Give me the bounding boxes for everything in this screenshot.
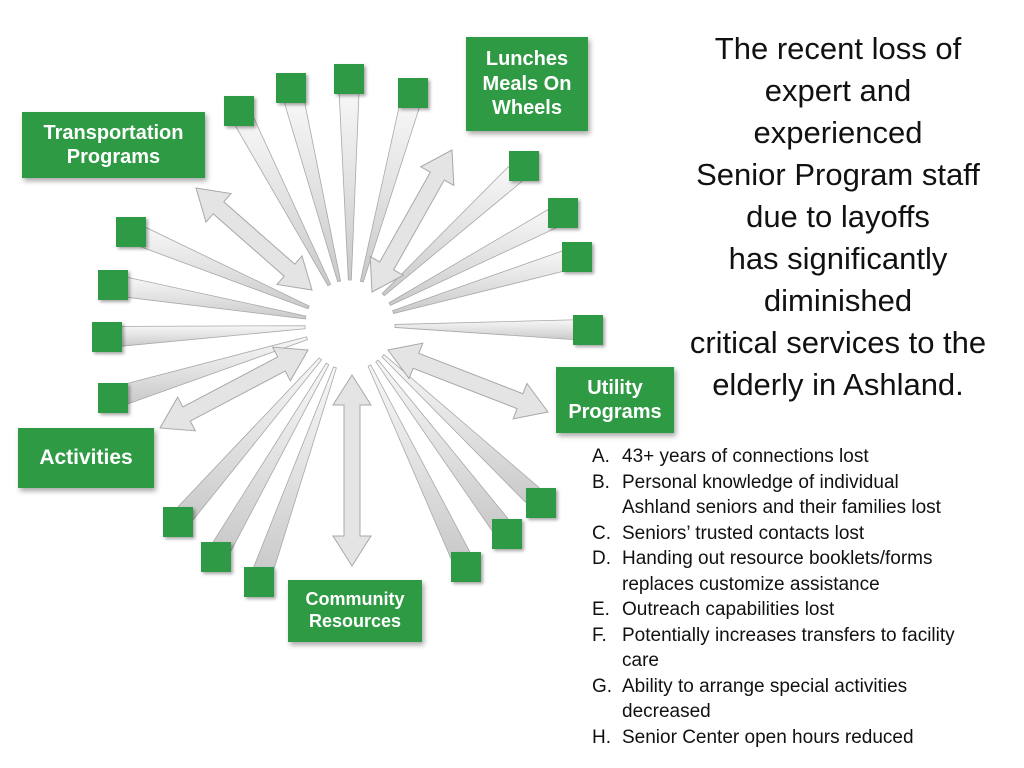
list-item: D. Handing out resource booklets/forms re… (592, 546, 1020, 597)
double-arrow (387, 342, 549, 420)
arrows (159, 149, 549, 567)
list-item: F. Potentially increases transfers to fac… (592, 623, 1020, 674)
green-square (116, 217, 146, 247)
green-square (163, 507, 193, 537)
list-item-letter: A. (592, 446, 610, 467)
green-square (562, 242, 592, 272)
impact-list: A. 43+ years of connections lost B. Person… (592, 444, 1020, 750)
green-square (398, 78, 428, 108)
double-arrow (332, 374, 372, 567)
services-diagram (92, 64, 603, 597)
list-item-text: Handing out resource booklets/forms repl… (622, 548, 933, 595)
green-square (98, 383, 128, 413)
list-item-letter: D. (592, 548, 611, 569)
utility-programs-box: Utility Programs (556, 367, 674, 433)
squares (92, 64, 603, 597)
list-item: A. 43+ years of connections lost (592, 444, 1020, 470)
green-square (509, 151, 539, 181)
list-item: C. Seniors’ trusted contacts lost (592, 521, 1020, 547)
list-item-text: Personal knowledge of individual Ashland… (622, 471, 941, 519)
list-item-text: Senior Center open hours reduced (622, 726, 914, 748)
spokes (115, 87, 580, 575)
green-square (276, 73, 306, 103)
spoke (115, 325, 306, 347)
transportation-programs-box: Transportation Programs (22, 112, 205, 178)
double-arrow (195, 187, 313, 291)
spoke (338, 87, 360, 281)
list-item-text: Seniors’ trusted contacts lost (622, 522, 865, 544)
green-square (573, 315, 603, 345)
headline: The recent loss of expert and experience… (660, 28, 1016, 406)
headline-line: critical services to the (689, 325, 987, 360)
green-square (92, 322, 122, 352)
list-item: E. Outreach capabilities lost (592, 597, 1020, 623)
headline-line: elderly in Ashland. (712, 367, 964, 402)
list-item: B. Personal knowledge of individual Ashla… (592, 470, 1020, 521)
community-resources-box: Community Resources (288, 580, 422, 642)
green-square (451, 552, 481, 582)
green-square (492, 519, 522, 549)
lunches-meals-on-wheels-box: Lunches Meals On Wheels (466, 37, 588, 131)
headline-line: experienced (753, 115, 923, 150)
list-item: G. Ability to arrange special activities … (592, 674, 1020, 725)
list-item-text: Outreach capabilities lost (622, 599, 835, 620)
double-arrow (369, 149, 455, 293)
headline-line: due to layoffs (746, 199, 930, 234)
list-item-text: Ability to arrange special activities de… (622, 675, 908, 723)
headline-line: expert and (764, 73, 912, 108)
green-square (98, 270, 128, 300)
green-square (334, 64, 364, 94)
list-item-letter: H. (592, 726, 611, 748)
list-item: H. Senior Center open hours reduced (592, 725, 1020, 751)
list-item-letter: B. (592, 471, 610, 493)
list-item-text: Potentially increases transfers to facil… (622, 624, 955, 672)
green-square (201, 542, 231, 572)
activities-box: Activities (18, 428, 154, 488)
green-square (526, 488, 556, 518)
headline-line: diminished (763, 283, 913, 318)
green-square (244, 567, 274, 597)
headline-line: has significantly (728, 241, 948, 276)
list-item-letter: F. (592, 624, 607, 646)
list-item-letter: G. (592, 675, 613, 697)
list-item-letter: C. (592, 522, 611, 544)
list-item-text: 43+ years of connections lost (622, 446, 869, 467)
green-square (224, 96, 254, 126)
headline-line: Senior Program staff (696, 157, 980, 192)
spoke (394, 319, 580, 341)
green-square (548, 198, 578, 228)
headline-line: The recent loss of (714, 31, 962, 66)
double-arrow (159, 346, 309, 432)
list-item-letter: E. (592, 599, 610, 620)
